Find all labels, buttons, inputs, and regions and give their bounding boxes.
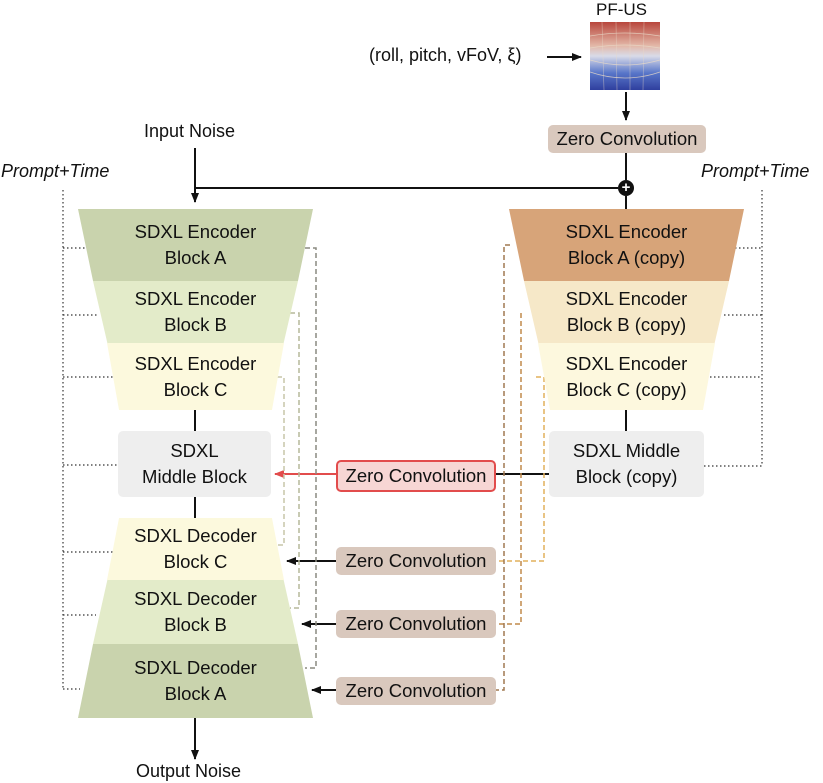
- prompt-time-right-label: Prompt+Time: [701, 161, 810, 181]
- pfus-label: PF-US: [596, 0, 647, 19]
- zero-conv-middle: Zero Convolution: [336, 460, 496, 492]
- zero-conv-decoder-a-label: Zero Convolution: [345, 680, 487, 701]
- input-noise-label: Input Noise: [144, 121, 236, 141]
- prompt-time-left-label: Prompt+Time: [1, 161, 110, 181]
- zero-conv-decoder-a: Zero Convolution: [336, 677, 496, 705]
- zero-conv-pfus-label: Zero Convolution: [556, 128, 698, 149]
- output-noise-label: Output Noise: [136, 761, 242, 781]
- zero-conv-middle-label: Zero Convolution: [345, 465, 487, 486]
- add-node: +: [618, 180, 634, 196]
- zero-conv-decoder-c: Zero Convolution: [336, 547, 496, 575]
- camera-params-label: (roll, pitch, vFoV, ξ): [369, 45, 522, 65]
- zero-conv-decoder-c-label: Zero Convolution: [345, 550, 487, 571]
- zero-conv-pfus: Zero Convolution: [548, 125, 706, 153]
- zero-conv-decoder-b-label: Zero Convolution: [345, 613, 487, 634]
- zero-conv-decoder-b: Zero Convolution: [336, 610, 496, 638]
- pfus-field-image: [589, 21, 661, 91]
